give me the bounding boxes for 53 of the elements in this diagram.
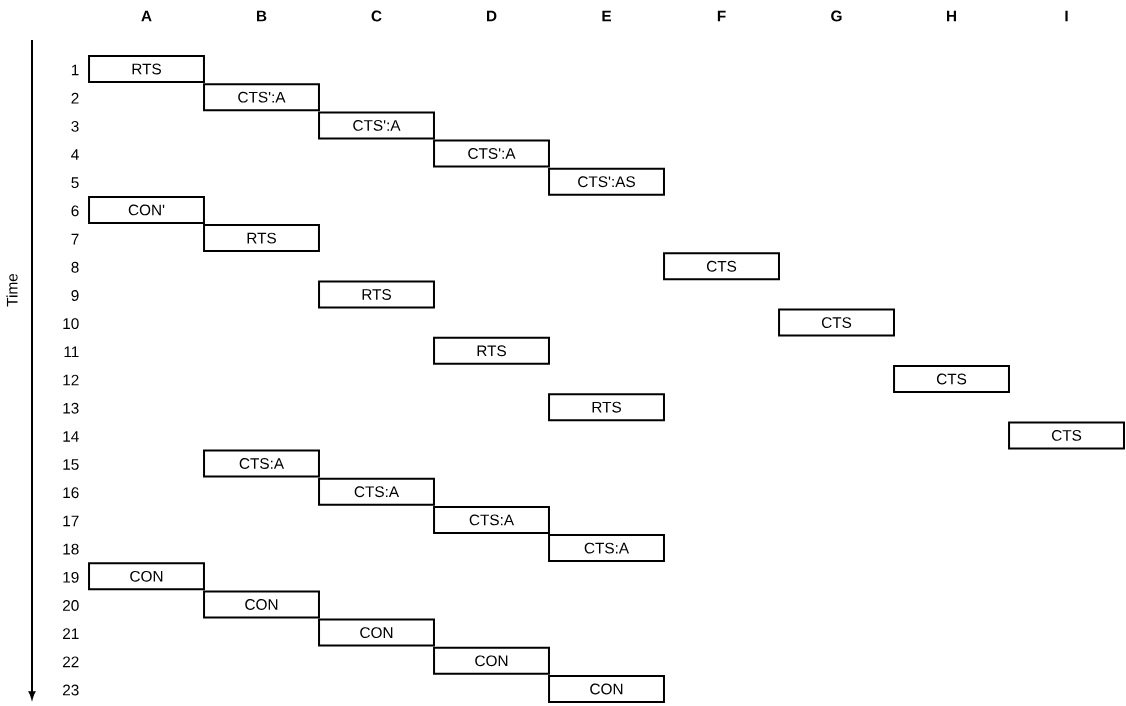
- row-number: 3: [71, 120, 79, 132]
- column-letter: H: [947, 10, 956, 22]
- row-number: 4: [71, 149, 79, 160]
- row-number: 18: [63, 543, 79, 555]
- message-box: CTS':A: [318, 111, 435, 140]
- message-box: RTS: [88, 55, 205, 83]
- message-box: CTS':A: [203, 83, 320, 112]
- column-letter: D: [487, 10, 497, 22]
- column-letter: G: [831, 10, 842, 22]
- message-box: RTS: [203, 224, 320, 253]
- column-letter: I: [1065, 10, 1068, 22]
- message-box: CTS':AS: [548, 167, 665, 196]
- message-box: CTS:A: [203, 449, 320, 478]
- message-box: CON: [88, 562, 205, 591]
- message-box: CTS:A: [548, 534, 665, 563]
- row-number: 16: [63, 487, 79, 499]
- row-number: 2: [71, 92, 79, 104]
- row-number: 13: [63, 402, 79, 414]
- message-box: CTS':A: [433, 139, 550, 168]
- row-number: 23: [63, 684, 79, 696]
- row-number: 8: [71, 261, 79, 273]
- row-number: 14: [63, 431, 79, 442]
- column-letter: C: [371, 10, 382, 22]
- message-box: CTS: [1008, 421, 1125, 450]
- message-box: CTS:A: [318, 477, 435, 506]
- axis-label: Time: [6, 273, 18, 307]
- row-number: 9: [71, 290, 79, 301]
- column-letter: E: [602, 10, 611, 22]
- row-number: 7: [71, 233, 79, 245]
- message-box: CTS:A: [433, 505, 550, 534]
- row-number: 17: [63, 515, 79, 527]
- message-box: CTS: [778, 308, 895, 337]
- row-number: 21: [63, 628, 79, 639]
- message-box: CTS: [893, 365, 1010, 393]
- row-number: 10: [63, 318, 79, 330]
- message-box: RTS: [433, 336, 550, 365]
- message-box: CON: [318, 618, 435, 647]
- row-number: 11: [64, 346, 79, 358]
- column-letter: F: [717, 10, 726, 22]
- row-number: 22: [63, 656, 79, 668]
- message-box: CTS: [663, 252, 780, 281]
- message-box: CON: [548, 675, 665, 703]
- message-box: RTS: [318, 280, 435, 309]
- column-letter: A: [141, 10, 152, 22]
- message-box: RTS: [548, 393, 665, 422]
- message-box: CON: [203, 590, 320, 619]
- row-number: 20: [63, 600, 79, 611]
- column-letter: B: [257, 10, 267, 22]
- message-box: CON': [88, 195, 205, 224]
- row-number: 12: [63, 374, 79, 386]
- row-number: 15: [63, 459, 79, 470]
- message-box: CON: [433, 646, 550, 675]
- row-number: 5: [71, 177, 79, 189]
